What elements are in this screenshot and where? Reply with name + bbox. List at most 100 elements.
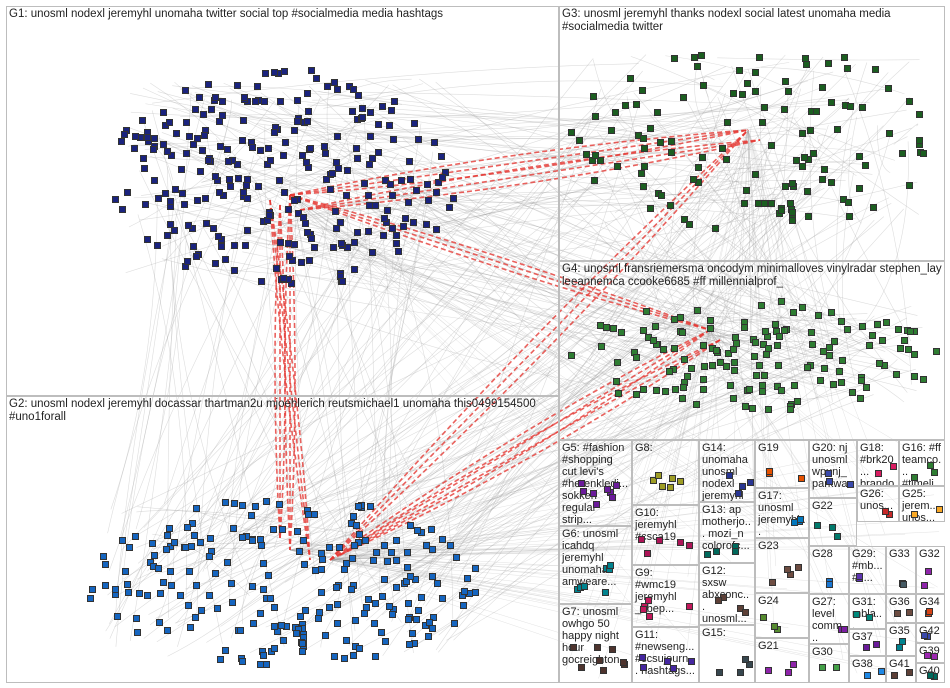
node	[639, 87, 646, 94]
node	[782, 183, 789, 190]
node	[645, 597, 652, 604]
node	[413, 187, 420, 194]
node	[87, 595, 94, 602]
node	[384, 558, 391, 565]
group-label-g30: G30	[812, 646, 846, 658]
node	[389, 225, 396, 232]
node	[350, 513, 357, 520]
node	[171, 227, 178, 234]
node	[196, 94, 203, 101]
node	[276, 501, 283, 508]
node	[735, 490, 742, 497]
node	[431, 139, 438, 146]
node	[183, 150, 190, 157]
node	[844, 65, 851, 72]
node	[844, 326, 851, 333]
node	[151, 177, 158, 184]
node	[405, 199, 412, 206]
node	[638, 170, 645, 177]
node	[438, 153, 445, 160]
node	[614, 163, 621, 170]
node	[821, 166, 828, 173]
node	[186, 568, 193, 575]
node	[828, 309, 835, 316]
node	[797, 516, 804, 523]
node	[282, 139, 289, 146]
node	[235, 175, 242, 182]
node	[464, 575, 471, 582]
node	[334, 86, 341, 93]
node	[593, 501, 600, 508]
node	[270, 526, 277, 533]
group-label-g13: G13: ap motherjo... mozi_n colorofc...	[702, 504, 752, 552]
node	[386, 122, 393, 129]
node	[222, 499, 229, 506]
node	[906, 669, 913, 676]
group-label-g20: G20: nj unosml wpunj_ parkwa...	[812, 442, 854, 498]
node	[771, 623, 778, 630]
node	[121, 131, 128, 138]
node	[609, 494, 616, 501]
node	[366, 161, 373, 168]
node	[277, 239, 284, 246]
node	[733, 340, 740, 347]
node	[931, 653, 938, 660]
node	[335, 165, 342, 172]
node	[622, 102, 629, 109]
node	[597, 322, 604, 329]
node	[332, 208, 339, 215]
node	[248, 512, 255, 519]
node	[911, 373, 918, 380]
node	[333, 584, 340, 591]
node	[731, 359, 738, 366]
node	[322, 150, 329, 157]
node	[739, 91, 746, 98]
node	[863, 384, 870, 391]
node	[187, 624, 194, 631]
node	[920, 150, 927, 157]
node	[330, 244, 337, 251]
node	[727, 382, 734, 389]
node	[600, 667, 607, 674]
node	[776, 333, 783, 340]
node	[794, 398, 801, 405]
node	[271, 604, 278, 611]
node	[614, 359, 621, 366]
node	[700, 376, 707, 383]
node	[834, 533, 841, 540]
node	[825, 60, 832, 67]
group-box-g6: G6: unosml icahdq jeremyhl unomaha amwea…	[559, 526, 632, 604]
node	[866, 614, 873, 621]
group-box-g30: G30	[809, 644, 849, 683]
node	[819, 664, 826, 671]
node	[936, 506, 943, 513]
node	[423, 221, 430, 228]
node	[921, 582, 928, 589]
node	[241, 94, 248, 101]
node	[144, 236, 151, 243]
node	[901, 337, 908, 344]
node	[218, 243, 225, 250]
node	[155, 195, 162, 202]
node	[280, 275, 287, 282]
node	[331, 79, 338, 86]
node	[808, 329, 815, 336]
node	[883, 319, 890, 326]
group-label-g19: G19	[758, 442, 806, 454]
node	[298, 259, 305, 266]
node	[349, 108, 356, 115]
node	[641, 163, 648, 170]
node	[809, 341, 816, 348]
node	[772, 321, 779, 328]
node	[911, 474, 918, 481]
node	[306, 257, 313, 264]
node	[188, 543, 195, 550]
node	[375, 121, 382, 128]
node	[294, 118, 301, 125]
node	[652, 323, 659, 330]
node	[362, 537, 369, 544]
node	[299, 648, 306, 655]
node	[743, 187, 750, 194]
node	[334, 620, 341, 627]
node	[365, 228, 372, 235]
